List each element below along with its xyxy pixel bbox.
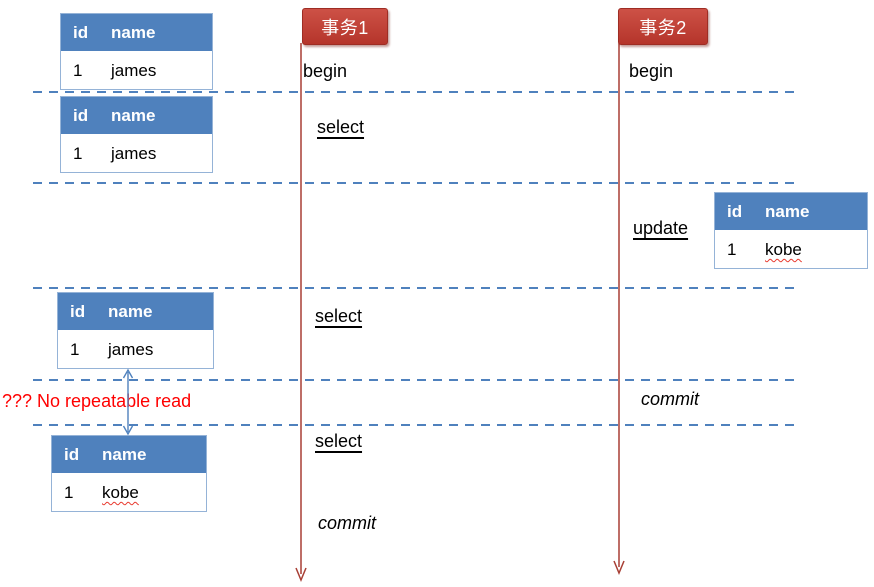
table-row: 1 james <box>58 332 213 368</box>
table-header-row: id name <box>715 193 867 232</box>
phase-separator <box>33 424 797 426</box>
table-cell-id: 1 <box>727 240 737 259</box>
no-repeatable-read-annotation: ??? No repeatable read <box>2 391 192 411</box>
initial-state-table: id name 1 james <box>60 13 213 90</box>
table-header-name: name <box>111 105 156 125</box>
table-cell-id: 1 <box>70 340 80 359</box>
t1-select1-label: select <box>317 117 365 137</box>
table-header-id: id <box>70 301 86 321</box>
phase-separator <box>33 379 797 381</box>
table-header-name: name <box>765 201 810 221</box>
transaction2-badge: 事务2 <box>618 8 708 45</box>
table-header-id: id <box>64 444 80 464</box>
phase-separator <box>33 182 797 184</box>
t2-update-result-table: id name 1 kobe <box>714 192 868 269</box>
transaction2-timeline-arrow <box>613 43 625 575</box>
table-header-name: name <box>102 444 147 464</box>
t1-first-select-result-table: id name 1 james <box>60 96 213 173</box>
t2-begin-label: begin <box>629 61 674 81</box>
transaction1-timeline-arrow <box>295 43 307 582</box>
t1-begin-label: begin <box>303 61 348 81</box>
table-header-id: id <box>727 201 743 221</box>
double-arrow-icon <box>122 368 134 436</box>
t2-commit-label: commit <box>641 389 699 409</box>
table-cell-name: kobe <box>765 240 802 259</box>
table-cell-name: kobe <box>102 483 139 502</box>
table-cell-name: james <box>108 340 154 359</box>
table-row: 1 james <box>61 53 212 89</box>
table-header-row: id name <box>52 436 206 475</box>
table-header-name: name <box>108 301 153 321</box>
table-row: 1 kobe <box>715 232 867 268</box>
table-header-id: id <box>73 22 89 42</box>
t1-select2-label: select <box>315 306 363 326</box>
table-row: 1 kobe <box>52 475 206 511</box>
table-header-name: name <box>111 22 156 42</box>
table-cell-id: 1 <box>73 61 83 80</box>
t1-third-select-result-table: id name 1 kobe <box>51 435 207 512</box>
table-cell-name: james <box>111 61 157 80</box>
t1-select3-label: select <box>315 431 363 451</box>
table-row: 1 james <box>61 136 212 172</box>
transaction1-badge: 事务1 <box>302 8 388 45</box>
table-header-row: id name <box>61 14 212 53</box>
table-cell-id: 1 <box>64 483 74 502</box>
t1-commit-label: commit <box>318 513 376 533</box>
t2-update-label: update <box>633 218 689 238</box>
t1-second-select-result-table: id name 1 james <box>57 292 214 369</box>
table-header-row: id name <box>61 97 212 136</box>
table-header-id: id <box>73 105 89 125</box>
table-cell-name: james <box>111 144 157 163</box>
table-cell-id: 1 <box>73 144 83 163</box>
phase-separator <box>33 91 797 93</box>
phase-separator <box>33 287 797 289</box>
table-header-row: id name <box>58 293 213 332</box>
